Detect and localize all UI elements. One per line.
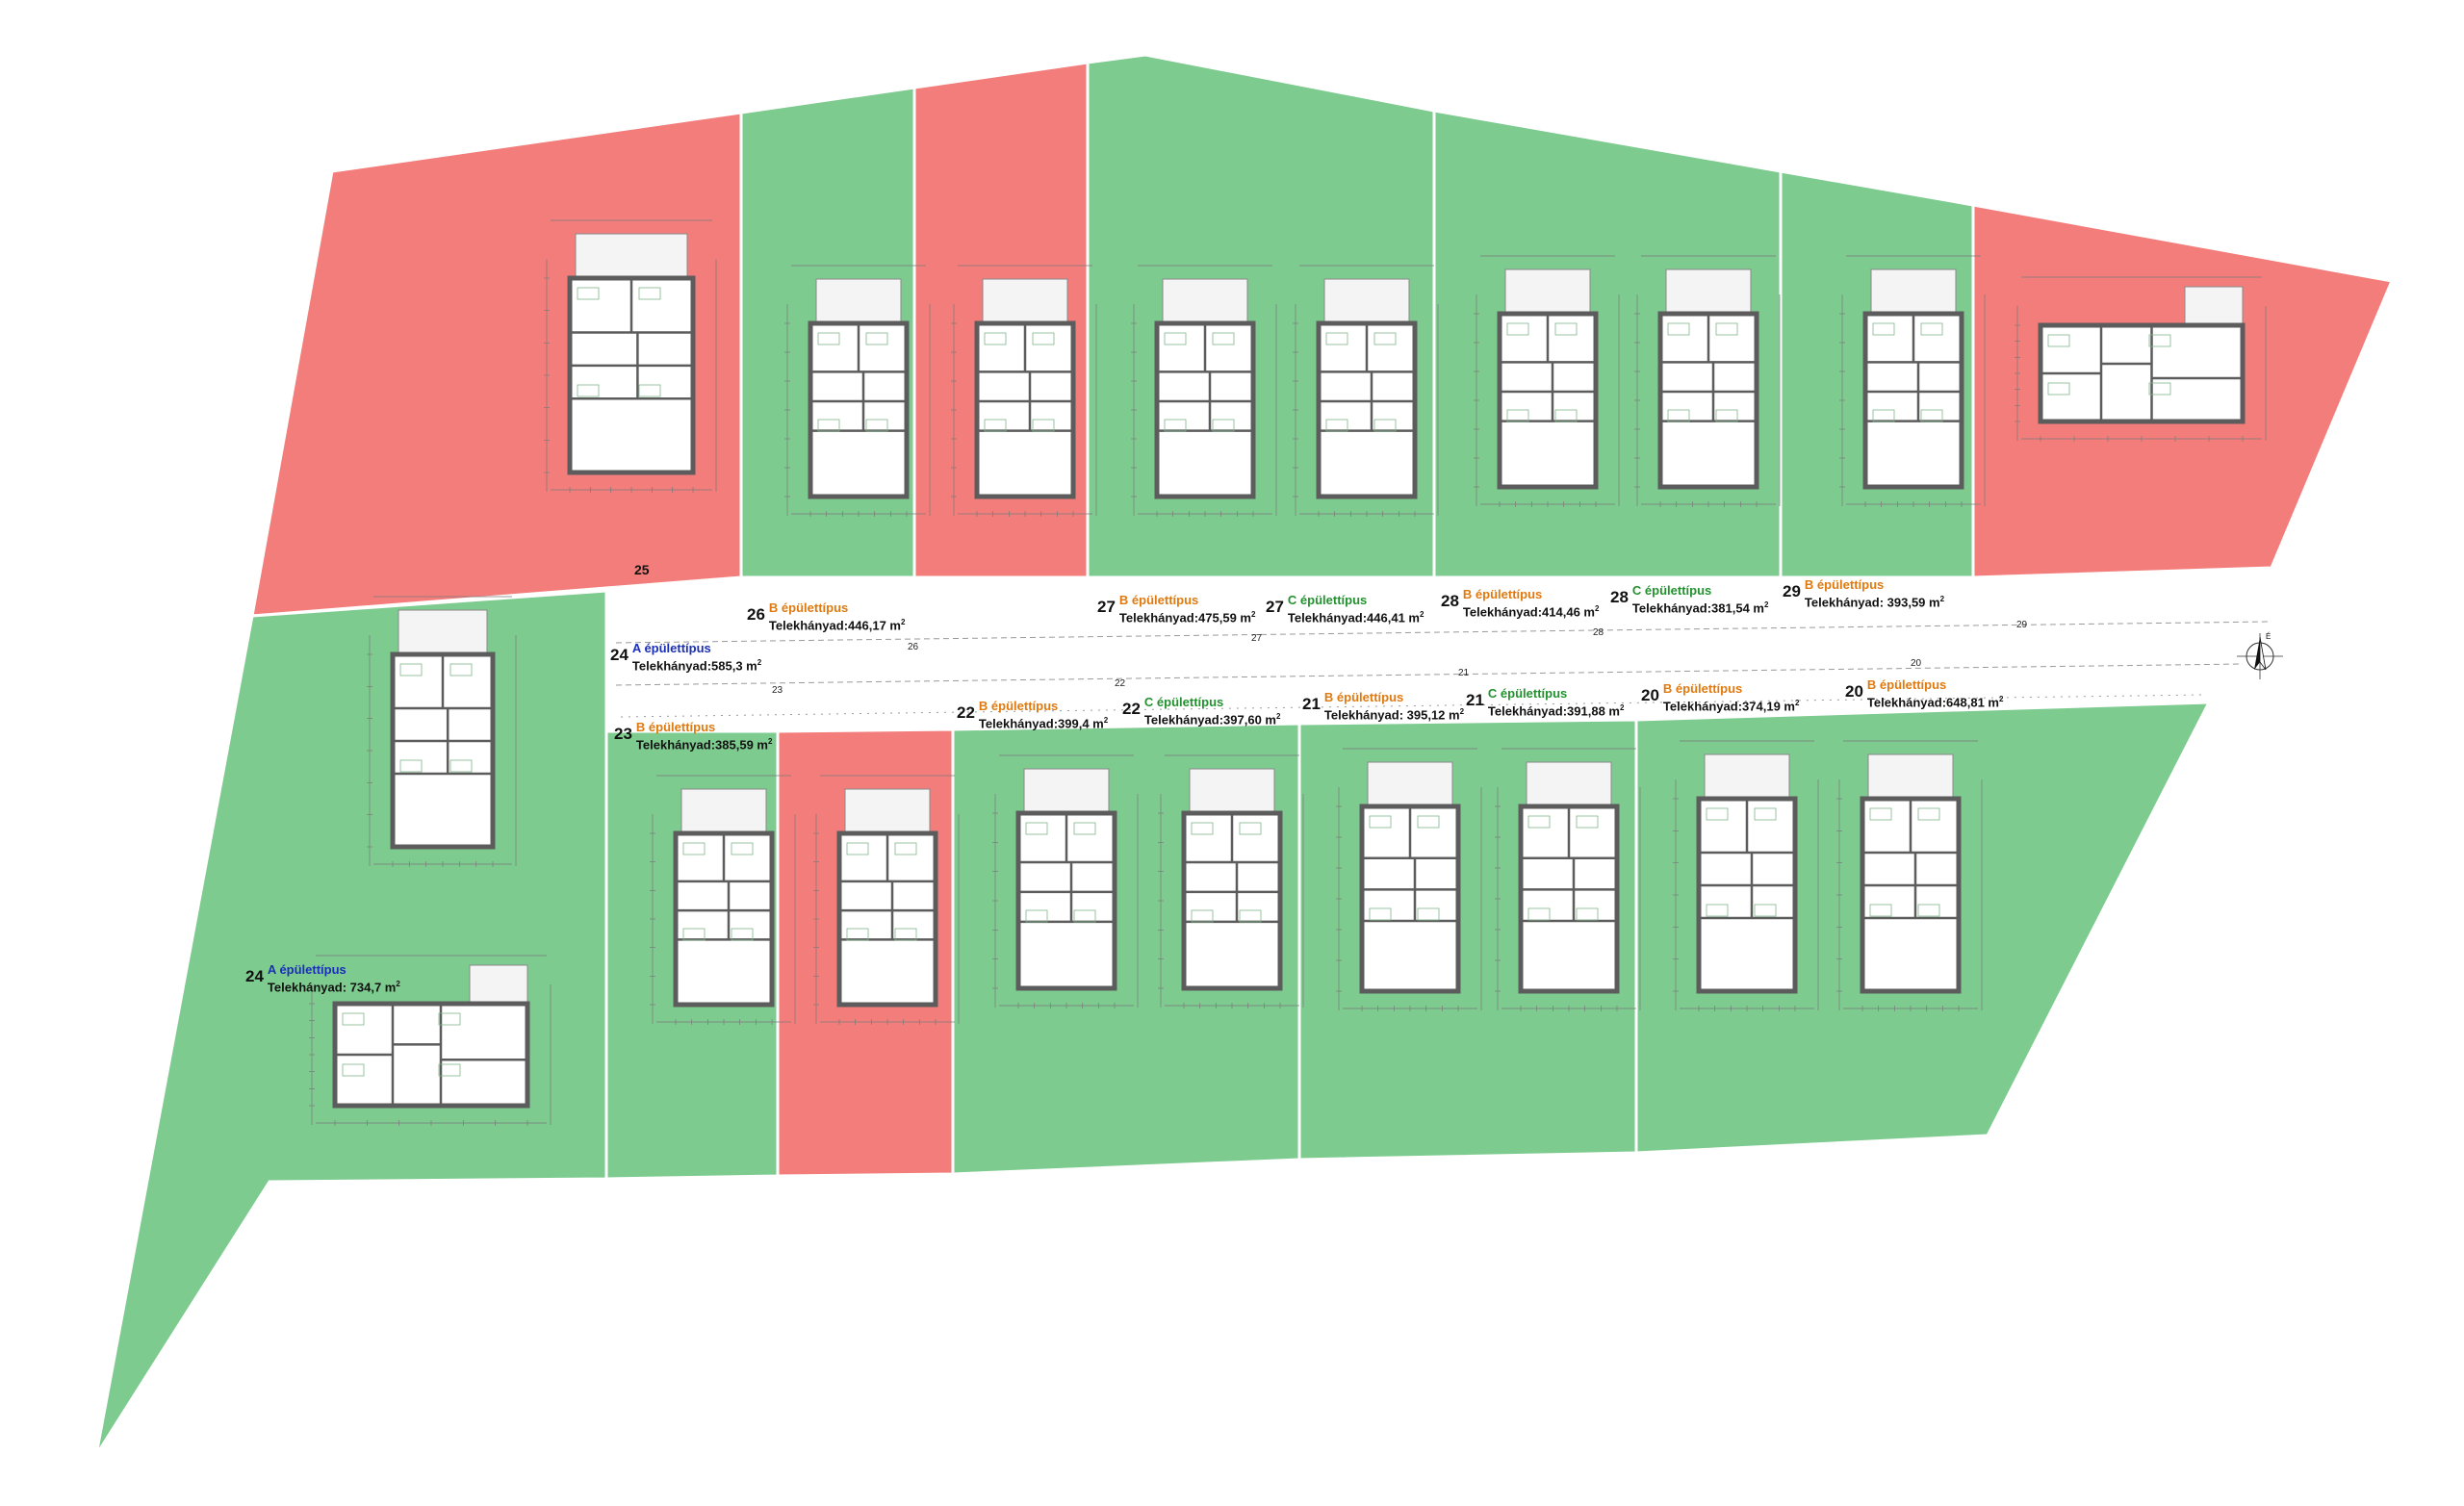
dimension-lines <box>309 219 2267 1126</box>
house-plan <box>1696 753 1798 994</box>
road-number: 29 <box>2016 620 2028 630</box>
house-plan <box>1860 753 1962 994</box>
house-plan <box>1316 278 1418 499</box>
road-centerlines <box>615 621 2272 718</box>
houses-layer <box>332 233 2246 1109</box>
road-number: 27 <box>1251 633 1263 644</box>
house-plan <box>1154 278 1256 499</box>
house-plan <box>1181 768 1283 991</box>
svg-text:É: É <box>2266 632 2271 641</box>
house-plan <box>332 964 530 1109</box>
house-plan <box>567 233 696 475</box>
road-number: 21 <box>1458 668 1470 678</box>
house-plan <box>1862 268 1964 490</box>
road-number: 23 <box>772 685 783 696</box>
house-plan <box>673 788 775 1008</box>
house-plan <box>1518 761 1620 994</box>
road-number: 26 <box>908 642 919 652</box>
road-number: 20 <box>1911 658 1922 669</box>
house-plan <box>974 278 1076 499</box>
house-plan <box>1359 761 1461 994</box>
road-number: 22 <box>1115 678 1126 689</box>
house-plan <box>390 609 496 850</box>
house-plan <box>1657 268 1759 490</box>
house-plan <box>836 788 938 1008</box>
house-plan <box>2038 286 2246 424</box>
house-plan <box>1015 768 1117 991</box>
access-road <box>606 568 2272 731</box>
north-arrow-icon: É <box>2237 632 2283 679</box>
road-number: 28 <box>1593 627 1604 638</box>
house-plan <box>808 278 910 499</box>
house-plan <box>1497 268 1599 490</box>
plot-number-25: 25 <box>634 562 650 577</box>
